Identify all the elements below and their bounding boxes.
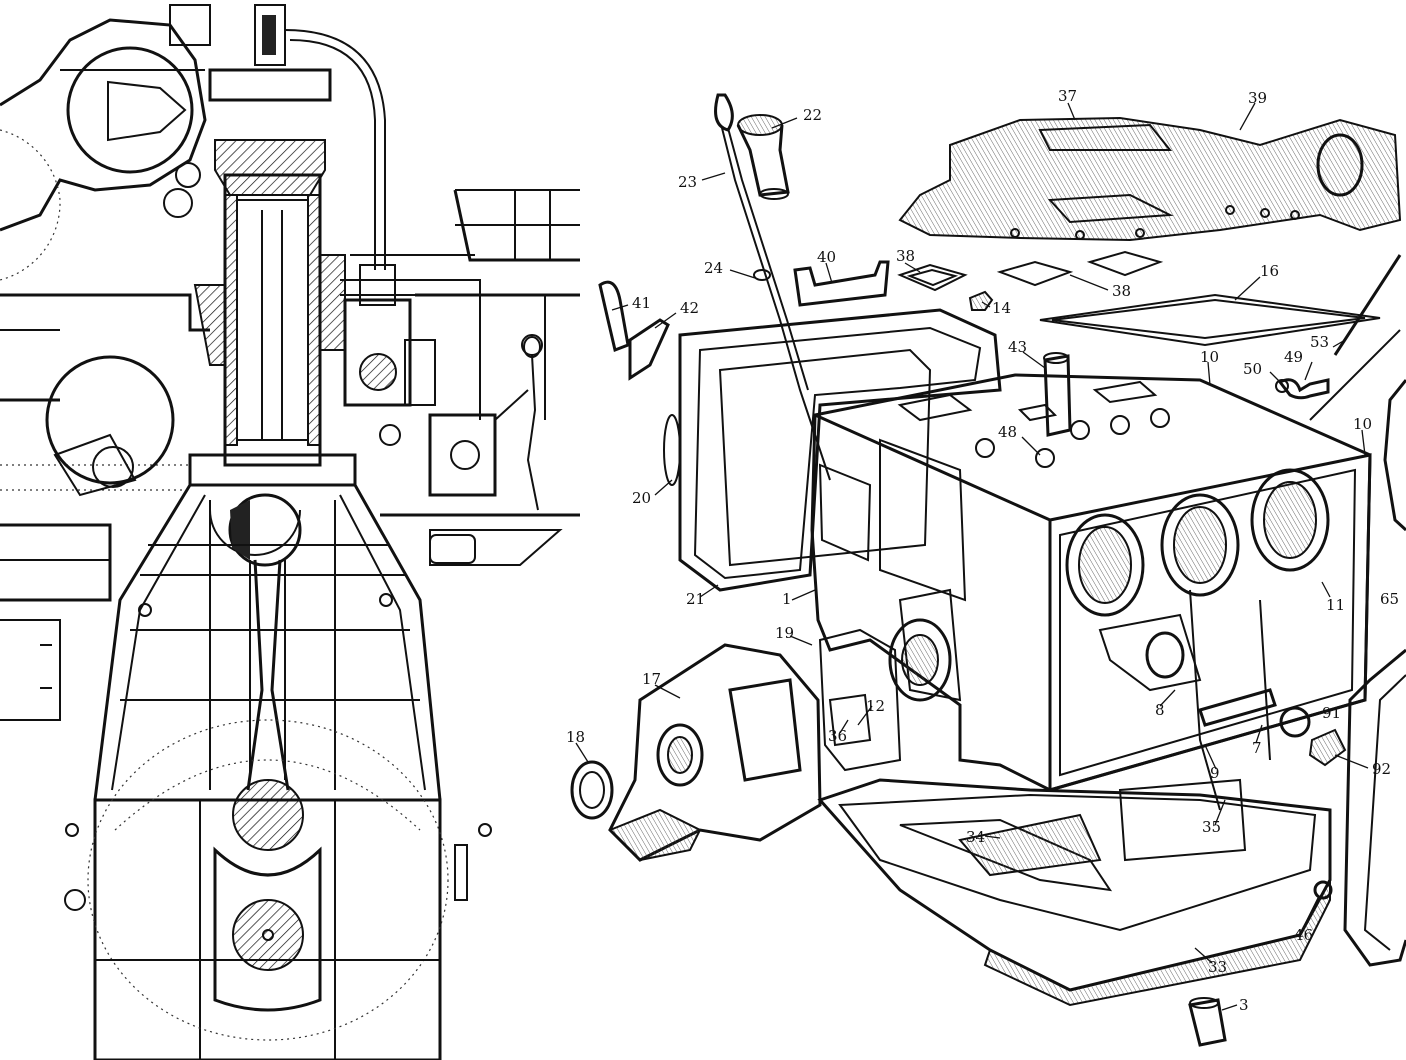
callout-41: 41 [632, 294, 651, 312]
left-housing [0, 293, 210, 721]
callout-leaders [575, 102, 1369, 1011]
engine-block [810, 352, 1372, 811]
side-cover [663, 308, 1002, 592]
callout-40: 40 [817, 248, 836, 266]
oil-sump [817, 778, 1333, 1047]
oil-filler-cap [736, 114, 790, 200]
fuel-pump-assembly [340, 189, 580, 566]
callout-16: 16 [1260, 262, 1279, 280]
callout-11: 11 [1326, 596, 1345, 614]
callout-12: 12 [866, 697, 885, 715]
callout-19: 19 [775, 624, 794, 642]
callout-20: 20 [632, 489, 651, 507]
dipstick [714, 93, 831, 481]
callout-1: 1 [782, 590, 792, 608]
callout-3: 3 [1239, 996, 1249, 1014]
callout-labels: 22 23 24 40 41 42 37 39 38 38 14 16 43 1… [566, 87, 1399, 1014]
callout-50: 50 [1243, 360, 1262, 378]
callout-38-b: 38 [1112, 282, 1131, 300]
timing-cover [570, 628, 902, 862]
callout-42: 42 [680, 299, 699, 317]
callout-9: 9 [1210, 764, 1220, 782]
cylinder-column [188, 4, 386, 567]
rear-cover [1343, 379, 1406, 967]
callout-10-b: 10 [1353, 415, 1372, 433]
callout-10-a: 10 [1200, 348, 1219, 366]
exhaust-manifold [898, 116, 1402, 242]
small-parts [598, 250, 1402, 421]
a-frame-crankcase [64, 484, 492, 1060]
callout-48: 48 [998, 423, 1017, 441]
callout-65: 65 [1380, 590, 1399, 608]
callout-23: 23 [678, 173, 697, 191]
callout-91: 91 [1322, 704, 1341, 722]
callout-21: 21 [686, 590, 705, 608]
callout-46: 46 [1294, 926, 1313, 944]
scale-figure [523, 336, 541, 358]
callout-33: 33 [1208, 958, 1227, 976]
callout-53: 53 [1310, 333, 1329, 351]
callout-17: 17 [642, 670, 661, 688]
turbocharger [0, 4, 211, 281]
callout-43: 43 [1008, 338, 1027, 356]
callout-7: 7 [1252, 739, 1262, 757]
callout-18: 18 [566, 728, 585, 746]
callout-24: 24 [704, 259, 723, 277]
callout-14: 14 [992, 299, 1011, 317]
exploded-engine-block [570, 93, 1406, 1047]
callout-49: 49 [1284, 348, 1303, 366]
callout-92: 92 [1372, 760, 1391, 778]
callout-38-a: 38 [896, 247, 915, 265]
callout-39: 39 [1248, 89, 1267, 107]
marine-engine-section [0, 4, 580, 1060]
callout-22: 22 [803, 106, 822, 124]
callout-34: 34 [966, 828, 985, 846]
callout-37: 37 [1058, 87, 1077, 105]
callout-36: 36 [828, 727, 847, 745]
callout-8: 8 [1155, 701, 1165, 719]
callout-35: 35 [1202, 818, 1221, 836]
